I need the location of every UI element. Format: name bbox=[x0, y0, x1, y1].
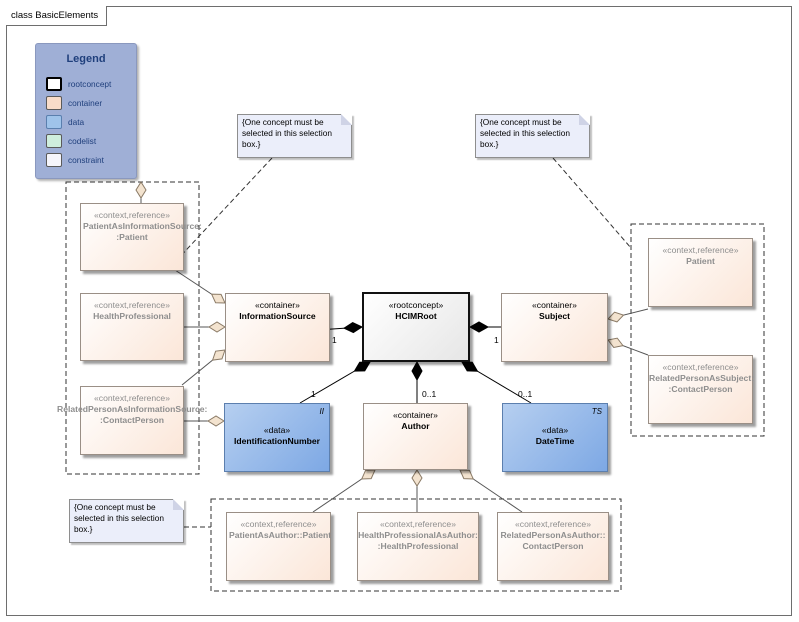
identification-number-type-tag: II bbox=[319, 407, 324, 416]
aggregation-information-source-patient bbox=[174, 269, 226, 304]
multiplicity-author: 0..1 bbox=[422, 389, 437, 399]
date-time-class[interactable]: TS «data» DateTime bbox=[502, 403, 608, 472]
legend-swatch bbox=[46, 76, 62, 91]
identification-number-class[interactable]: II «data» IdentificationNumber bbox=[224, 403, 330, 472]
subject-class[interactable]: «container» Subject bbox=[501, 293, 608, 362]
composition-root-identification-number bbox=[299, 362, 370, 404]
multiplicity-date-time: 0..1 bbox=[518, 389, 533, 399]
health-professional-as-author-class[interactable]: «context,reference» HealthProfessionalAs… bbox=[357, 512, 479, 581]
related-person-as-author-class[interactable]: «context,reference» RelatedPersonAsAutho… bbox=[497, 512, 609, 581]
information-source-class[interactable]: «container» InformationSource bbox=[225, 293, 330, 362]
multiplicity-subject: 1 bbox=[494, 335, 499, 345]
legend-item-codelist: codelist bbox=[46, 133, 96, 148]
aggregation-subject-patient bbox=[607, 308, 649, 323]
patient-class[interactable]: «context,reference» Patient bbox=[648, 238, 753, 307]
legend: Legend rootconcept container data codeli… bbox=[35, 43, 137, 179]
note-anchor-information-source bbox=[174, 157, 273, 263]
selection-note-author: {One concept must be selected in this se… bbox=[69, 499, 184, 543]
legend-swatch bbox=[46, 114, 62, 129]
legend-item-rootconcept: rootconcept bbox=[46, 76, 111, 91]
multiplicity-information-source: 1 bbox=[332, 335, 337, 345]
patient-as-author-class[interactable]: «context,reference» PatientAsAuthor::Pat… bbox=[226, 512, 331, 581]
legend-swatch bbox=[46, 133, 62, 148]
selection-note-subject: {One concept must be selected in this se… bbox=[475, 114, 590, 158]
legend-swatch bbox=[46, 95, 62, 110]
note-anchor-subject bbox=[552, 157, 632, 249]
hcim-root-class[interactable]: «rootconcept» HCIMRoot bbox=[362, 292, 470, 362]
related-person-as-information-source-class[interactable]: «context,reference» RelatedPersonAsInfor… bbox=[57, 386, 207, 455]
author-selection-box bbox=[210, 498, 622, 592]
subject-selection-box bbox=[630, 223, 765, 437]
aggregation-information-source-related-person bbox=[181, 349, 226, 386]
legend-item-data: data bbox=[46, 114, 84, 129]
health-professional-class[interactable]: «context,reference» HealthProfessional bbox=[80, 293, 184, 361]
selection-note-information-source: {One concept must be selected in this se… bbox=[237, 114, 352, 158]
patient-as-information-source-class[interactable]: «context,reference» PatientAsInformation… bbox=[80, 203, 202, 271]
related-person-as-subject-class[interactable]: «context,reference» RelatedPersonAsSubje… bbox=[648, 355, 754, 424]
legend-title: Legend bbox=[66, 53, 106, 65]
aggregation-subject-related-person bbox=[607, 337, 649, 356]
composition-root-date-time bbox=[462, 362, 532, 404]
legend-swatch bbox=[46, 152, 62, 167]
date-time-type-tag: TS bbox=[591, 407, 602, 416]
legend-item-constraint: constraint bbox=[46, 152, 104, 167]
diagram-frame-title: class BasicElements bbox=[6, 6, 108, 26]
author-class[interactable]: «container» Author bbox=[363, 403, 468, 470]
diagram-frame bbox=[6, 6, 792, 616]
multiplicity-identification-number: 1 bbox=[311, 389, 316, 399]
aggregation-author-related-person bbox=[459, 469, 523, 513]
legend-item-container: container bbox=[46, 95, 102, 110]
information-source-selection-box bbox=[65, 181, 200, 475]
aggregation-author-patient bbox=[312, 469, 376, 513]
